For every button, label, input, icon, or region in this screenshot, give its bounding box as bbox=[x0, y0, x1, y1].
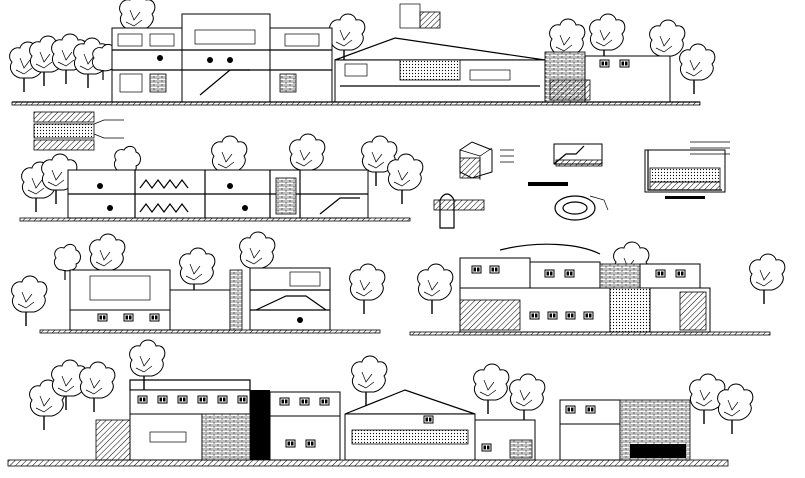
construction-details bbox=[433, 141, 730, 229]
section-aa bbox=[19, 133, 424, 222]
section-bb bbox=[10, 231, 386, 334]
wall-detail bbox=[33, 111, 124, 151]
front-elevation-1 bbox=[8, 0, 716, 106]
front-elevation-2 bbox=[7, 339, 754, 467]
side-elevation bbox=[409, 241, 786, 336]
